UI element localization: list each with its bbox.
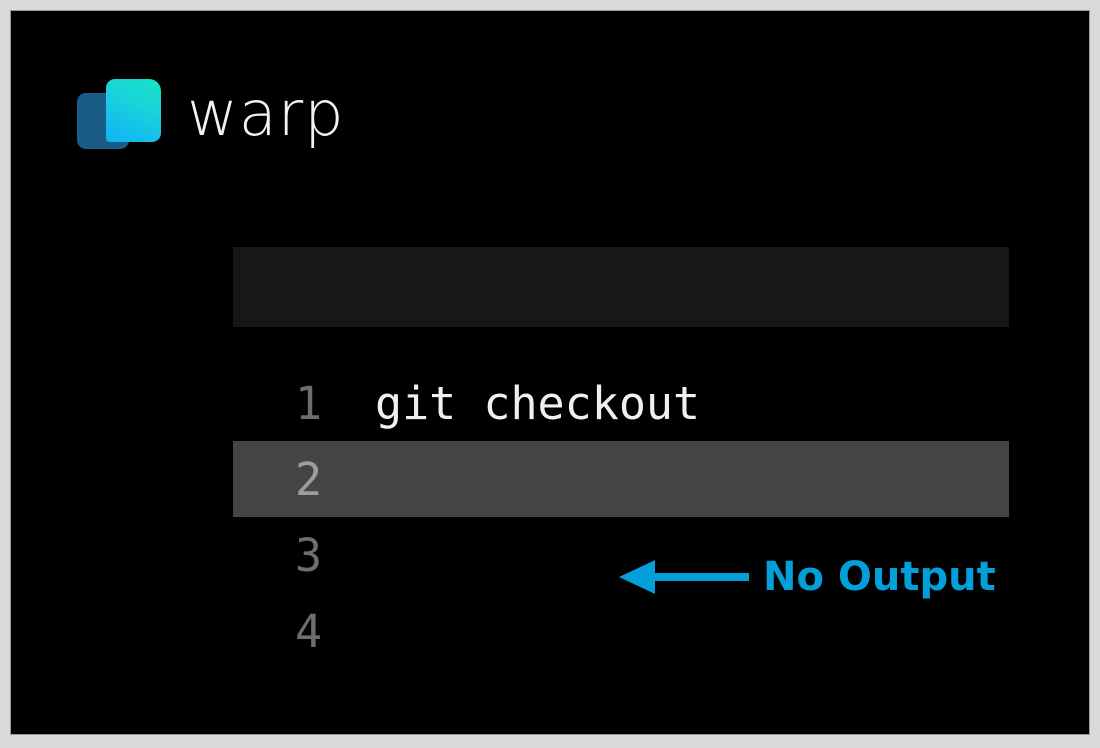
code-line-2[interactable]: 2 bbox=[233, 441, 1009, 517]
left-arrow-icon bbox=[619, 560, 749, 594]
line-number: 1 bbox=[295, 376, 323, 430]
warp-logo-icon bbox=[73, 73, 165, 155]
command-input-bar[interactable] bbox=[233, 247, 1009, 327]
line-number: 4 bbox=[295, 604, 323, 658]
code-line-3[interactable]: 3 bbox=[233, 517, 1009, 593]
annotation-label: No Output bbox=[763, 554, 996, 600]
code-output-area: 1 git checkout 2 3 4 bbox=[233, 365, 1009, 669]
no-output-annotation: No Output bbox=[619, 557, 996, 597]
line-number: 2 bbox=[295, 452, 323, 506]
terminal-block: 1 git checkout 2 3 4 bbox=[233, 247, 1009, 669]
warp-brand-header: warp bbox=[73, 73, 345, 155]
terminal-canvas: warp 1 git checkout 2 3 4 bbox=[10, 10, 1090, 735]
code-line-4[interactable]: 4 bbox=[233, 593, 1009, 669]
warp-wordmark: warp bbox=[187, 77, 345, 150]
logo-front-shape bbox=[106, 79, 161, 142]
code-line-1[interactable]: 1 git checkout bbox=[233, 365, 1009, 441]
line-number: 3 bbox=[295, 528, 323, 582]
line-content: git checkout bbox=[375, 376, 701, 430]
